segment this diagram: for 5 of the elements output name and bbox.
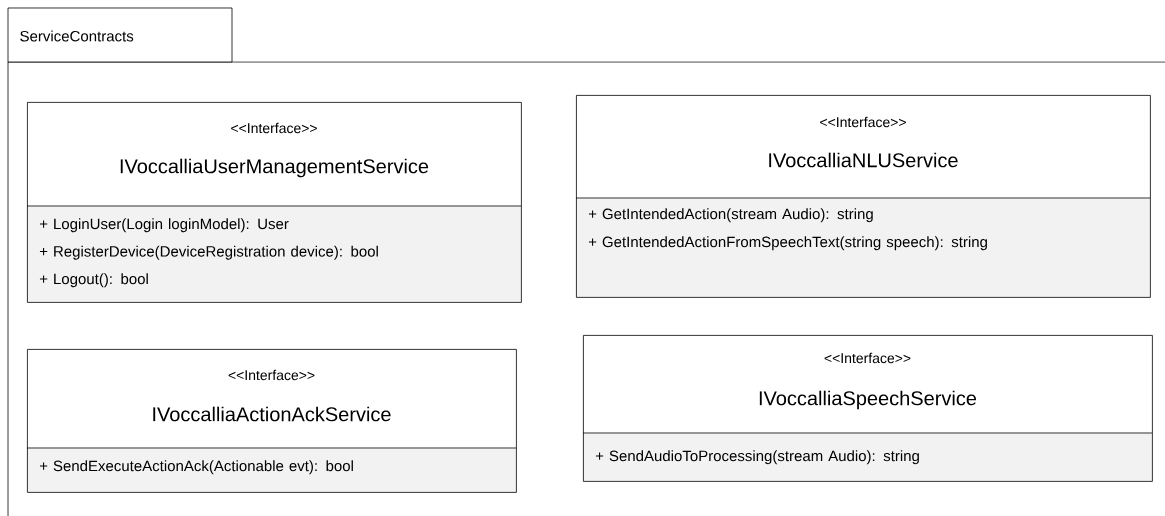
interface-box: <<Interface>> IVoccalliaNLUService + GetIntendedAction(stream Audio): string + GetIntendedActionFromSpeechText(string speech): string (575, 95, 1151, 298)
interface-box: <<Interface>> IVoccalliaActionAckService + SendExecuteActionAck(Actionable evt): bool (26, 349, 517, 493)
package-tab: ServiceContracts (7, 7, 233, 63)
interface-box: <<Interface>> IVoccalliaUserManagementService + LoginUser(Login loginModel): User + RegisterDevice(DeviceRegistration device): bool + Logout(): bool (26, 102, 522, 303)
interface-box: <<Interface>> IVoccalliaSpeechService + SendAudioToProcessing(stream Audio): string (582, 335, 1153, 482)
